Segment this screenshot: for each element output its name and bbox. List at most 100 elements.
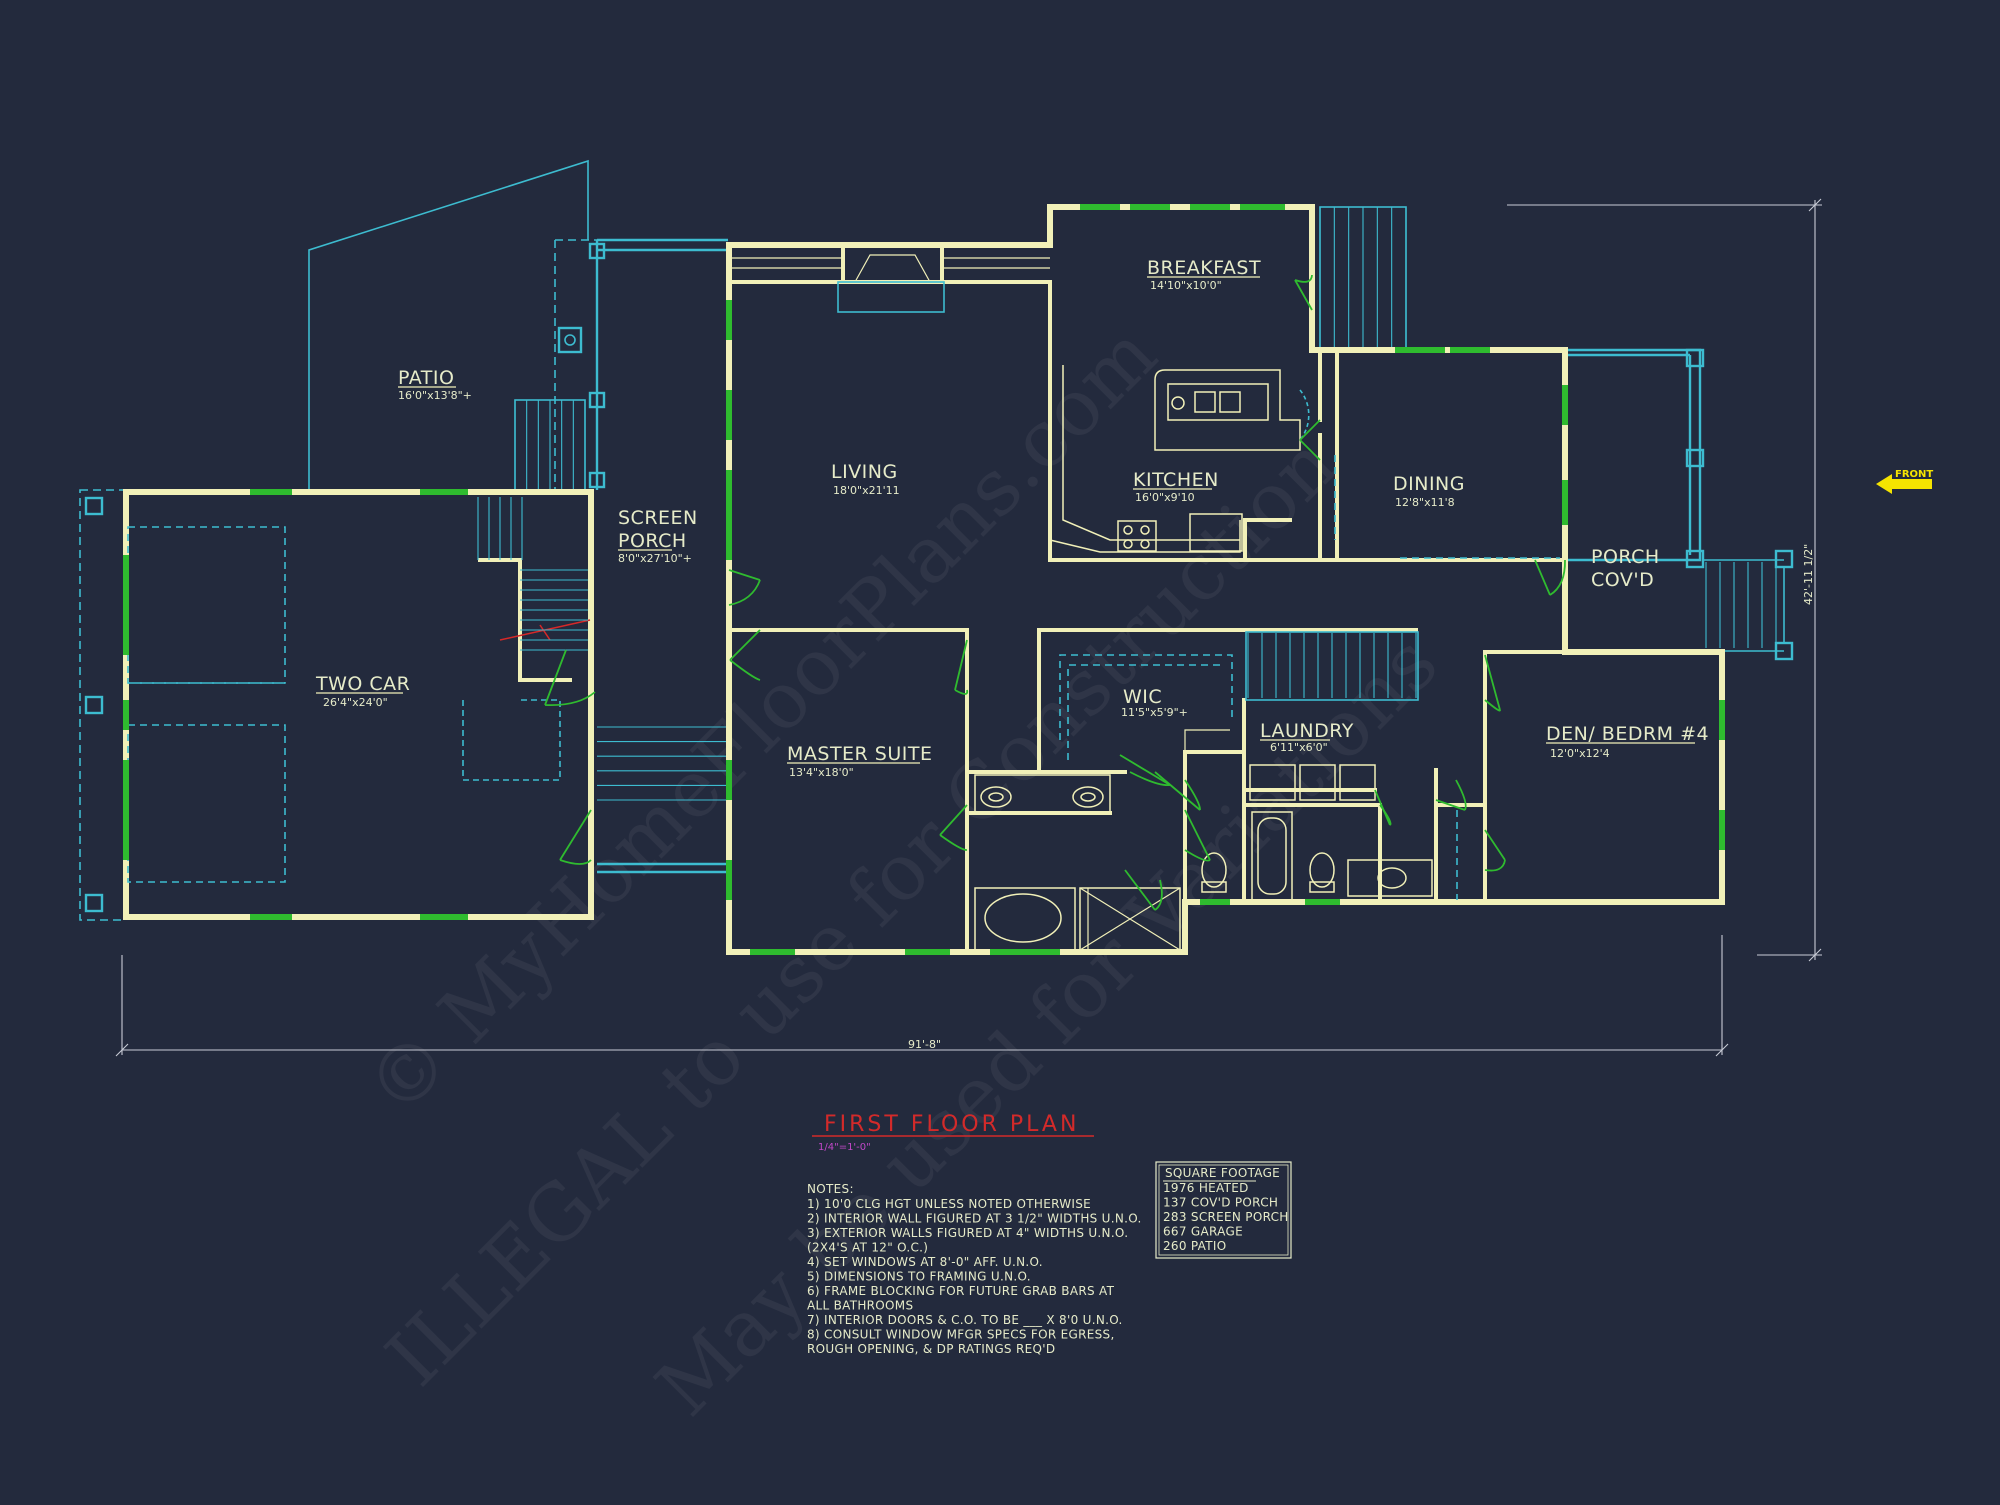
door-leaf <box>728 569 761 581</box>
sqft-row: 137 COV'D PORCH <box>1163 1196 1278 1210</box>
screen-porch-label-1: SCREEN <box>618 507 698 529</box>
screen-porch-dims: 8'0"x27'10"+ <box>618 552 692 565</box>
master-bath-fixtures <box>974 774 1181 951</box>
door-swing <box>1129 771 1171 787</box>
door-swing <box>1294 274 1313 283</box>
sqft-row: 1976 HEATED <box>1163 1181 1249 1195</box>
garage-stairs <box>477 497 588 651</box>
breakfast-label: BREAKFAST <box>1147 257 1261 279</box>
sqft-heading: SQUARE FOOTAGE <box>1165 1166 1280 1180</box>
laundry-dims: 6'11"x6'0" <box>1270 741 1328 754</box>
front-porch-outline <box>1565 348 1794 661</box>
door-swing <box>939 834 968 851</box>
interior-stair-outline <box>1245 631 1419 701</box>
doors <box>544 274 1566 911</box>
garage-front-posts <box>79 489 127 921</box>
kitchen-label: KITCHEN <box>1133 469 1219 491</box>
porch-label-2: COV'D <box>1591 569 1654 591</box>
wic-dims: 11'5"x5'9"+ <box>1121 706 1188 719</box>
door-swing <box>1484 859 1506 872</box>
patio-dims: 16'0"x13'8"+ <box>398 389 472 402</box>
front-arrow-icon <box>1876 474 1932 494</box>
porch-label-1: PORCH <box>1591 546 1660 568</box>
wic-shelving <box>1059 654 1233 760</box>
door-leaf <box>1435 799 1466 811</box>
note-line: 2) INTERIOR WALL FIGURED AT 3 1/2" WIDTH… <box>807 1212 1142 1226</box>
overall-width-dimension: 91'-8" <box>115 935 1729 1057</box>
patio-outline <box>308 159 598 490</box>
garage-dims: 26'4"x24'0" <box>323 696 388 709</box>
screen-porch-outline <box>557 238 728 874</box>
door-leaf <box>1294 279 1313 311</box>
living-label: LIVING <box>831 461 898 483</box>
door-leaf <box>1184 809 1211 861</box>
depth-dimension-text: 42'-11 1/2" <box>1802 544 1815 605</box>
door-leaf <box>1484 654 1501 711</box>
notes: NOTES: 1) 10'0 CLG HGT UNLESS NOTED OTHE… <box>807 1182 1142 1356</box>
door-leaf <box>1299 419 1321 441</box>
note-line: ROUGH OPENING, & DP RATINGS REQ'D <box>807 1342 1055 1356</box>
note-line: ALL BATHROOMS <box>807 1299 913 1313</box>
laundry-fixtures <box>1201 764 1458 901</box>
den-dims: 12'0"x12'4 <box>1550 747 1610 760</box>
breakfast-dims: 14'10"x10'0" <box>1150 279 1222 292</box>
windows <box>123 204 1725 955</box>
garage-label: TWO CAR <box>315 673 410 695</box>
door-swing <box>954 689 969 695</box>
door-swing <box>1455 779 1467 811</box>
note-line: (2X4'S AT 12" O.C.) <box>807 1241 928 1255</box>
door-leaf <box>544 649 567 706</box>
door-swing <box>1379 804 1392 826</box>
width-dimension-text: 91'-8" <box>908 1038 941 1051</box>
door-leaf <box>1484 829 1506 861</box>
screen-porch-steps <box>597 726 727 801</box>
note-line: 4) SET WINDOWS AT 8'-0" AFF. U.N.O. <box>807 1255 1043 1269</box>
sqft-row: 667 GARAGE <box>1163 1225 1243 1239</box>
door-swing <box>559 859 592 865</box>
laundry-label: LAUNDRY <box>1260 720 1354 742</box>
notes-heading: NOTES: <box>807 1182 854 1196</box>
door-swing <box>1154 879 1163 911</box>
screen-porch-label-2: PORCH <box>618 530 687 552</box>
door-swing <box>1299 439 1321 461</box>
kitchen-cabinets <box>1049 365 1560 559</box>
sqft-row: 260 PATIO <box>1163 1239 1226 1253</box>
door-leaf <box>729 629 761 661</box>
door-leaf <box>1534 559 1551 596</box>
door-swing <box>1184 849 1211 862</box>
plan-title: FIRST FLOOR PLAN 1/4"=1'-0" <box>812 1112 1094 1153</box>
door-swing <box>1549 559 1566 596</box>
living-dims: 18'0"x21'11 <box>833 484 900 497</box>
front-label: FRONT <box>1895 469 1933 480</box>
door-leaf <box>1154 771 1201 811</box>
note-line: 3) EXTERIOR WALLS FIGURED AT 4" WIDTHS U… <box>807 1226 1128 1240</box>
master-suite-label: MASTER SUITE <box>787 743 933 765</box>
fireplace <box>729 243 1050 313</box>
door-leaf <box>939 804 968 836</box>
door-swing <box>1484 699 1501 712</box>
patio-steps <box>514 399 586 491</box>
master-suite-dims: 13'4"x18'0" <box>789 766 854 779</box>
note-line: 5) DIMENSIONS TO FRAMING U.N.O. <box>807 1270 1031 1284</box>
wic-label: WIC <box>1123 686 1162 708</box>
kitchen-dims: 16'0"x9'10 <box>1135 491 1195 504</box>
door-swing <box>729 659 761 681</box>
plan-title-text: FIRST FLOOR PLAN <box>824 1112 1079 1137</box>
room-labels: PATIO 16'0"x13'8"+ SCREEN PORCH 8'0"x27'… <box>315 257 1709 779</box>
door-swing <box>544 691 596 707</box>
door-leaf <box>1119 754 1171 786</box>
dining-label: DINING <box>1393 473 1465 495</box>
note-line: 1) 10'0 CLG HGT UNLESS NOTED OTHERWISE <box>807 1197 1091 1211</box>
front-porch-steps <box>1705 562 1777 648</box>
patio-label: PATIO <box>398 367 454 389</box>
overall-depth-dimension: 42'-11 1/2" <box>1507 198 1822 962</box>
door-swing <box>728 579 761 606</box>
note-line: 7) INTERIOR DOORS & C.O. TO BE ___ X 8'0… <box>807 1313 1123 1327</box>
breakfast-deck-steps <box>1319 206 1407 349</box>
door-leaf <box>559 809 592 861</box>
sqft-row: 283 SCREEN PORCH <box>1163 1210 1289 1224</box>
plan-scale: 1/4"=1'-0" <box>818 1142 871 1153</box>
front-marker: FRONT <box>1876 469 1933 494</box>
